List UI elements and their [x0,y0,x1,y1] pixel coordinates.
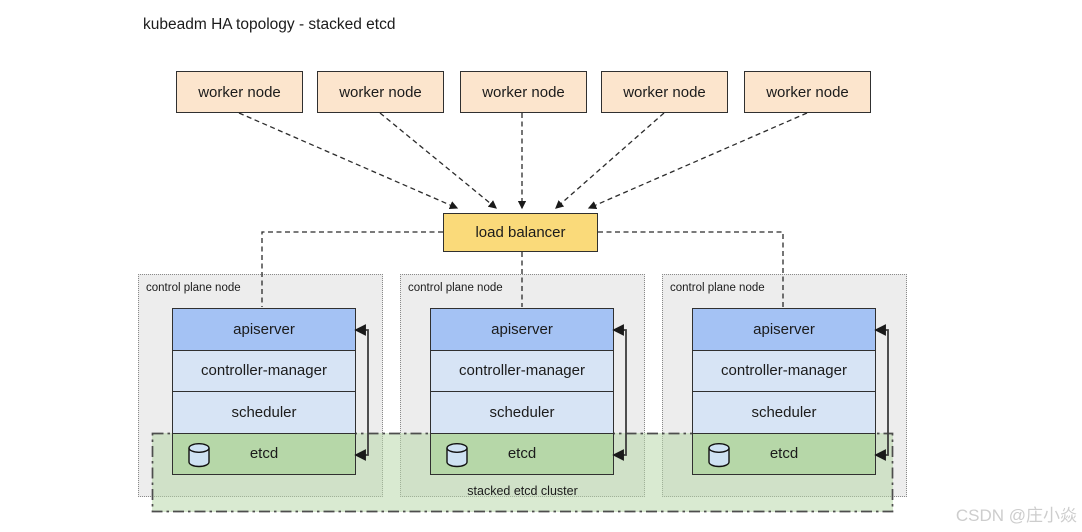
worker-node-box: worker node [744,71,871,113]
worker-node-box: worker node [176,71,303,113]
etcd-box: etcd [173,432,355,474]
controller-manager-label: controller-manager [721,362,847,380]
worker-node-label: worker node [766,83,849,101]
controller-manager-label: controller-manager [459,362,585,380]
worker-to-lb-arrow [238,112,459,210]
worker-node-label: worker node [623,83,706,101]
control-plane-node-label: control plane node [408,282,503,294]
watermark: CSDN @庄小焱 [955,506,1077,525]
controller-manager-box: controller-manager [431,349,613,391]
scheduler-label: scheduler [489,403,555,421]
control-plane-stack: apiserver controller-manager scheduler e… [172,308,356,475]
apiserver-label: apiserver [753,320,815,338]
page-title: kubeadm HA topology - stacked etcd [143,16,396,33]
scheduler-box: scheduler [693,391,875,433]
worker-to-lb-arrow [379,112,497,209]
etcd-label: etcd [769,445,799,463]
control-plane-node-label: control plane node [146,282,241,294]
worker-node-box: worker node [317,71,444,113]
scheduler-box: scheduler [431,391,613,433]
worker-node-box: worker node [601,71,728,113]
etcd-box: etcd [693,432,875,474]
etcd-label: etcd [507,445,537,463]
worker-to-lb-arrow [555,112,665,209]
apiserver-box: apiserver [693,309,875,350]
scheduler-label: scheduler [231,403,297,421]
controller-manager-label: controller-manager [201,362,327,380]
etcd-label: etcd [249,445,279,463]
load-balancer-label: load balancer [475,224,566,241]
stacked-etcd-cluster-label: stacked etcd cluster [467,484,578,498]
database-cylinder-icon [188,442,210,467]
scheduler-box: scheduler [173,391,355,433]
load-balancer-box: load balancer [443,213,598,252]
controller-manager-box: controller-manager [693,349,875,391]
worker-node-label: worker node [198,83,281,101]
control-plane-node-label: control plane node [670,282,765,294]
controller-manager-box: controller-manager [173,349,355,391]
worker-to-lb-arrow [587,112,808,210]
apiserver-box: apiserver [173,309,355,350]
database-cylinder-icon [708,442,730,467]
worker-node-label: worker node [339,83,422,101]
worker-node-label: worker node [482,83,565,101]
scheduler-label: scheduler [751,403,817,421]
database-cylinder-icon [446,442,468,467]
worker-node-box: worker node [460,71,587,113]
apiserver-box: apiserver [431,309,613,350]
apiserver-label: apiserver [233,320,295,338]
control-plane-stack: apiserver controller-manager scheduler e… [692,308,876,475]
apiserver-label: apiserver [491,320,553,338]
control-plane-stack: apiserver controller-manager scheduler e… [430,308,614,475]
etcd-box: etcd [431,432,613,474]
